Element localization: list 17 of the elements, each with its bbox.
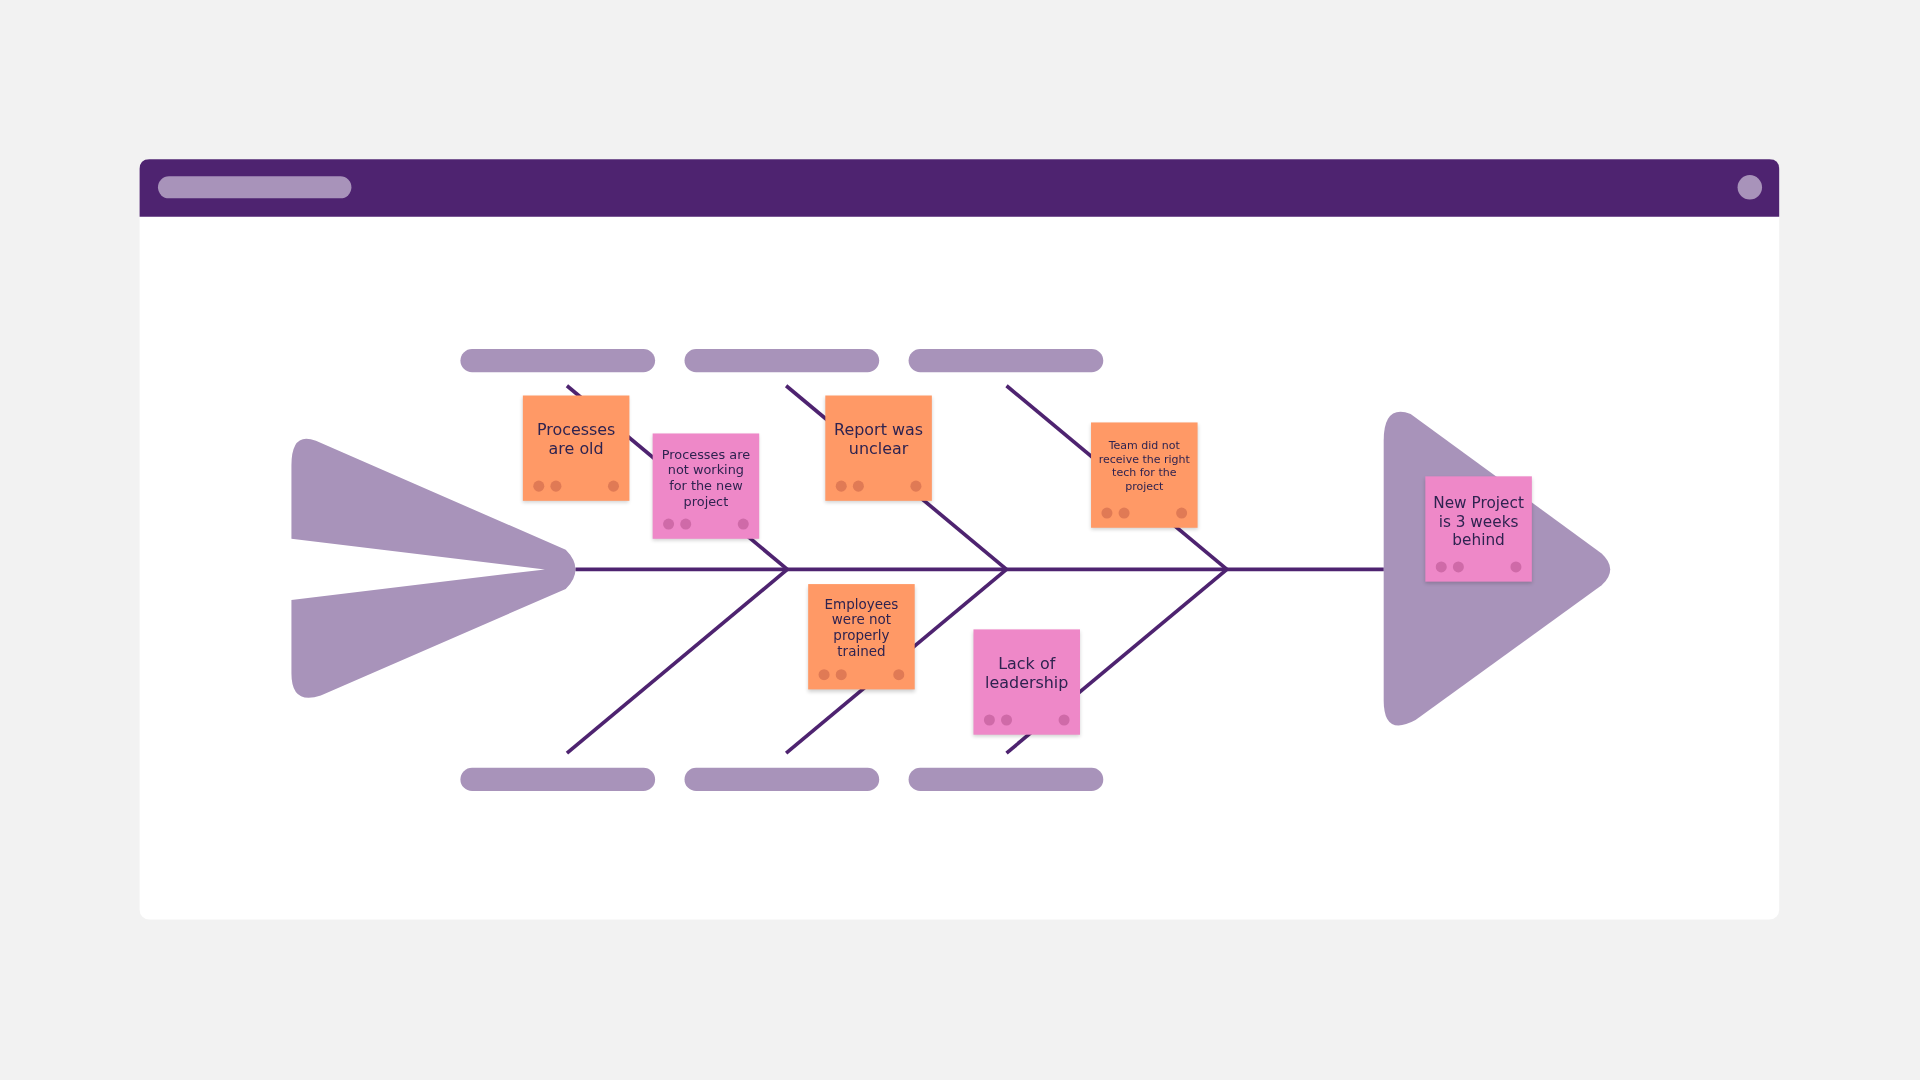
sticky-note xyxy=(522,395,630,501)
category-bar xyxy=(460,767,656,792)
note-text: Processes are old xyxy=(535,419,617,460)
sticky-note xyxy=(652,433,760,539)
sticky-note xyxy=(808,584,915,690)
category-bar xyxy=(684,767,880,792)
note-text: Team did not receive the right tech for the project xyxy=(1097,439,1191,494)
sticky-note xyxy=(825,395,932,501)
sticky-note xyxy=(1091,422,1198,528)
note-text: Employees were not properly trained xyxy=(823,594,900,663)
note-text: New Project is 3 weeks behind xyxy=(1432,491,1525,550)
note-text: Lack of leadership xyxy=(984,653,1070,694)
sticky-note xyxy=(1425,476,1532,582)
note-text: Report was unclear xyxy=(833,419,924,460)
category-bar xyxy=(908,767,1104,792)
sticky-note xyxy=(973,629,1080,735)
note-text: Processes are not working for the new project xyxy=(660,445,752,511)
